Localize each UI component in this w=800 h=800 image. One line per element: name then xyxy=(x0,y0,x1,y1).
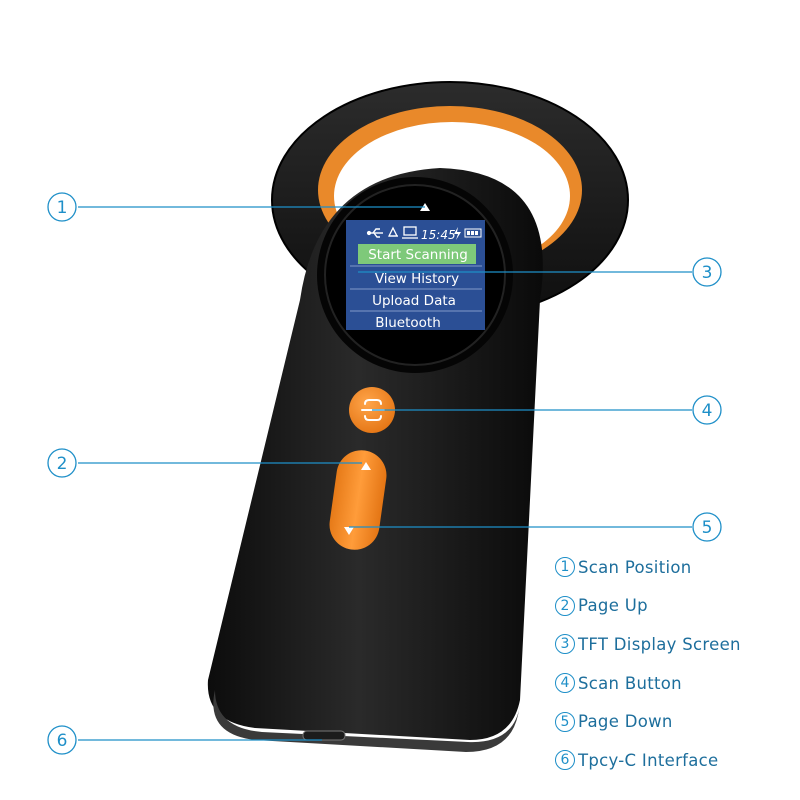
menu-item-bluetooth[interactable]: Bluetooth xyxy=(375,315,441,331)
status-bar: 15:45 xyxy=(366,226,482,242)
legend-item-page-up: 2 Page Up xyxy=(555,587,795,626)
legend-item-page-down: 5 Page Down xyxy=(555,702,795,741)
usb-icon xyxy=(366,228,383,238)
legend-item-scan-position: 1 Scan Position xyxy=(555,548,795,587)
legend-label: Scan Button xyxy=(578,673,682,693)
tft-screen: 15:45 Start Scanning View History Upload… xyxy=(346,220,485,331)
callout-2: 2 xyxy=(47,448,77,478)
computer-icon xyxy=(402,226,418,239)
menu-item-start-scanning[interactable]: Start Scanning xyxy=(368,247,468,263)
legend-number: 5 xyxy=(555,711,575,732)
legend-label: TFT Display Screen xyxy=(578,634,741,654)
legend-label: Scan Position xyxy=(578,557,692,577)
legend-label: Page Down xyxy=(578,712,673,732)
legend-number: 2 xyxy=(555,595,575,616)
usb-c-port xyxy=(302,730,346,741)
menu-item-view-history[interactable]: View History xyxy=(375,271,459,287)
menu-item-upload-data[interactable]: Upload Data xyxy=(372,293,456,309)
legend-label: Page Up xyxy=(578,596,648,616)
legend-item-scan-button: 4 Scan Button xyxy=(555,664,795,703)
callout-lines xyxy=(78,206,692,741)
callout-5: 5 xyxy=(692,512,722,542)
recycle-icon xyxy=(387,226,399,237)
callout-4: 4 xyxy=(692,395,722,425)
legend-number: 6 xyxy=(555,750,575,771)
callout-3: 3 xyxy=(692,257,722,287)
legend-number: 1 xyxy=(555,557,575,578)
charge-icon xyxy=(454,227,461,240)
callout-6: 6 xyxy=(47,725,77,755)
arrow-up-icon[interactable] xyxy=(361,462,371,470)
legend: 1 Scan Position 2 Page Up 3 TFT Display … xyxy=(555,548,795,780)
svg-text:5: 5 xyxy=(702,518,713,538)
menu-highlight xyxy=(358,244,476,264)
svg-text:6: 6 xyxy=(57,731,68,751)
legend-item-type-c: 6 Tpcy-C Interface xyxy=(555,741,795,780)
svg-text:2: 2 xyxy=(57,454,68,474)
svg-text:3: 3 xyxy=(702,263,713,283)
callout-1: 1 xyxy=(47,192,77,222)
legend-label: Tpcy-C Interface xyxy=(578,750,719,770)
legend-item-tft-display: 3 TFT Display Screen xyxy=(555,625,795,664)
legend-number: 4 xyxy=(555,673,575,694)
svg-text:1: 1 xyxy=(57,198,68,218)
page-buttons[interactable] xyxy=(326,447,389,553)
status-time: 15:45 xyxy=(421,228,456,242)
svg-text:4: 4 xyxy=(702,401,713,421)
legend-number: 3 xyxy=(555,634,575,655)
battery-icon xyxy=(464,228,482,238)
arrow-down-icon[interactable] xyxy=(344,527,354,535)
